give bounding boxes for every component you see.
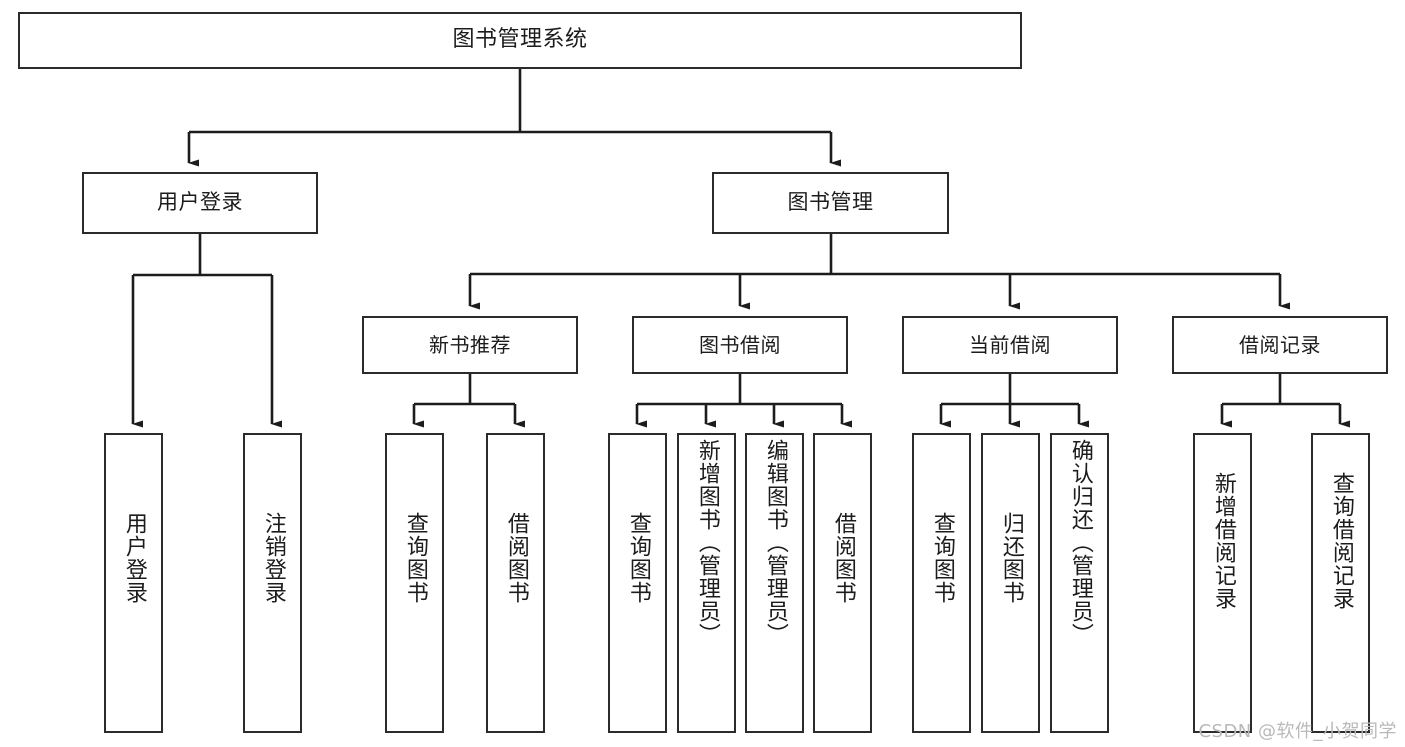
node-leaf-query-book-2-label: 查询图书 xyxy=(625,512,651,604)
node-leaf-add-book-admin[interactable]: 新增图书（管理员） xyxy=(677,433,736,733)
node-leaf-confirm-return-admin[interactable]: 确认归还（管理员） xyxy=(1050,433,1109,733)
node-user-login[interactable]: 用户登录 xyxy=(82,172,318,234)
node-leaf-query-borrow-record-label: 查询借阅记录 xyxy=(1328,472,1354,610)
node-leaf-query-borrow-record[interactable]: 查询借阅记录 xyxy=(1311,433,1370,733)
node-new-book-recommend-label: 新书推荐 xyxy=(429,333,511,357)
node-leaf-query-book-3-label: 查询图书 xyxy=(929,512,955,604)
node-root[interactable]: 图书管理系统 xyxy=(18,12,1022,69)
node-book-manage-label: 图书管理 xyxy=(787,190,874,215)
node-leaf-query-book-1[interactable]: 查询图书 xyxy=(385,433,444,733)
node-leaf-return-book-label: 归还图书 xyxy=(998,512,1024,604)
node-root-label: 图书管理系统 xyxy=(452,27,588,53)
node-leaf-borrow-book-2-label: 借阅图书 xyxy=(830,512,856,604)
node-leaf-query-book-2[interactable]: 查询图书 xyxy=(608,433,667,733)
node-leaf-query-book-3[interactable]: 查询图书 xyxy=(912,433,971,733)
node-leaf-logout-login-label: 注销登录 xyxy=(260,512,286,604)
node-borrow-record-label: 借阅记录 xyxy=(1239,333,1321,357)
node-new-book-recommend[interactable]: 新书推荐 xyxy=(362,316,578,374)
node-user-login-label: 用户登录 xyxy=(157,190,243,215)
node-leaf-query-book-1-label: 查询图书 xyxy=(402,512,428,604)
node-leaf-return-book[interactable]: 归还图书 xyxy=(981,433,1040,733)
node-book-manage[interactable]: 图书管理 xyxy=(712,172,949,234)
node-book-borrow[interactable]: 图书借阅 xyxy=(632,316,848,374)
node-leaf-add-book-admin-label: 新增图书（管理员） xyxy=(694,439,720,646)
node-leaf-add-borrow-record[interactable]: 新增借阅记录 xyxy=(1193,433,1252,733)
node-leaf-user-login[interactable]: 用户登录 xyxy=(104,433,163,733)
node-current-borrow[interactable]: 当前借阅 xyxy=(902,316,1118,374)
node-borrow-record[interactable]: 借阅记录 xyxy=(1172,316,1388,374)
node-current-borrow-label: 当前借阅 xyxy=(969,333,1051,357)
node-leaf-borrow-book-1[interactable]: 借阅图书 xyxy=(486,433,545,733)
node-leaf-confirm-return-admin-label: 确认归还（管理员） xyxy=(1067,439,1093,646)
node-leaf-borrow-book-2[interactable]: 借阅图书 xyxy=(813,433,872,733)
node-leaf-user-login-label: 用户登录 xyxy=(121,512,147,604)
node-leaf-edit-book-admin-label: 编辑图书（管理员） xyxy=(762,439,788,646)
node-leaf-edit-book-admin[interactable]: 编辑图书（管理员） xyxy=(745,433,804,733)
node-book-borrow-label: 图书借阅 xyxy=(699,333,781,357)
node-leaf-borrow-book-1-label: 借阅图书 xyxy=(503,512,529,604)
node-leaf-logout-login[interactable]: 注销登录 xyxy=(243,433,302,733)
node-leaf-add-borrow-record-label: 新增借阅记录 xyxy=(1210,472,1236,610)
